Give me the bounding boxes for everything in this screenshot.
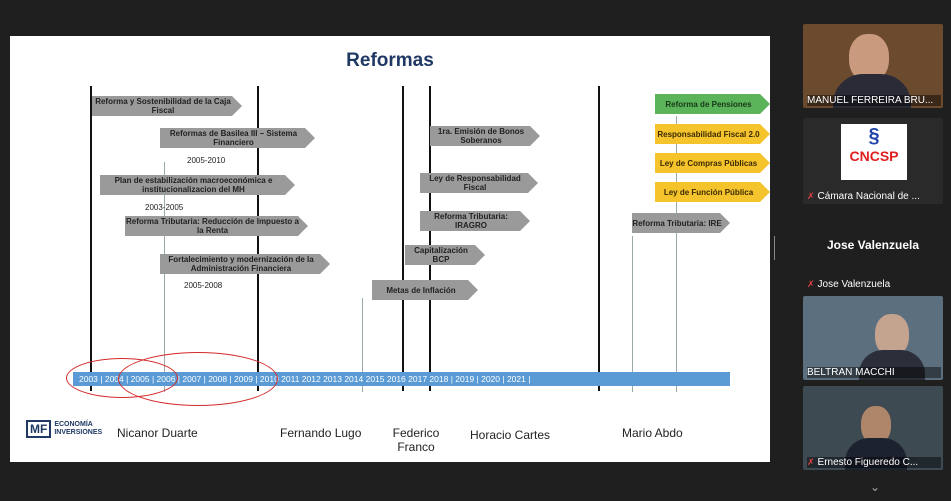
participant-tile[interactable]: BELTRAN MACCHI [803,296,943,380]
reform-arrow: 1ra. Emisión de Bonos Soberanos [430,126,540,146]
divider-line [90,86,92,391]
guide-line [164,162,165,392]
range-label: 2005-2008 [184,281,223,290]
top-bar [0,0,951,10]
guide-line [676,116,677,392]
muted-mic-icon: ✗ [807,279,815,289]
president-label: Fernando Lugo [280,426,362,440]
reform-arrow: Reforma Tributaria: IRAGRO [420,211,530,231]
participant-video [859,350,925,380]
reform-arrow: Reforma Tributaria: Reducción de Impuest… [125,216,308,236]
muted-mic-icon: ✗ [807,191,815,201]
participant-name: Ernesto Figueredo C... [817,457,919,468]
participant-name-row: ✗Jose Valenzuela [807,279,941,290]
divider-line [429,86,431,391]
participant-name-row: ✗Cámara Nacional de ... [807,191,941,202]
organization-logo: § CNCSP [841,124,907,180]
range-label: 2003-2005 [145,203,184,212]
reform-arrow: Capitalización BCP [405,245,485,265]
logo-mark: MF [26,420,52,438]
participant-video [875,314,909,356]
reform-arrow: Reforma Tributaria: IRE [632,213,730,233]
president-label: Mario Abdo [622,426,683,440]
reform-arrow: Ley de Responsabilidad Fiscal [420,173,538,193]
participant-header: Jose Valenzuela [826,238,920,252]
reform-arrow: Responsabilidad Fiscal 2.0 [655,124,770,144]
participant-name: MANUEL FERREIRA BRU... [807,95,941,106]
participant-video [833,74,911,108]
participant-name: Cámara Nacional de ... [817,191,920,202]
participant-name-row: ✗Ernesto Figueredo C... [807,457,941,468]
president-label: Horacio Cartes [470,428,551,442]
president-label: Federico Franco [392,426,440,454]
logo: MF ECONOMÍA INVERSIONES [26,420,106,438]
reform-arrow: Reformas de Basilea III – Sistema Financ… [160,128,315,148]
participant-tile[interactable]: MANUEL FERREIRA BRU... [803,24,943,108]
organization-logo-text: CNCSP [849,148,899,164]
divider-line [402,86,404,391]
reform-arrow: Plan de estabilización macroeconómica e … [100,175,295,195]
shared-slide: Reformas Reforma y Sostenibilidad de la … [10,36,770,462]
guide-line [362,298,363,392]
timeline-years: 2003 | 2004 | 2005 | 2006 | 2007 | 2008 … [79,374,531,384]
participant-tile[interactable]: § CNCSP ✗Cámara Nacional de ... [803,118,943,204]
reform-arrow: Ley de Compras Públicas [655,153,770,173]
reform-arrow: Metas de Inflación [372,280,478,300]
reform-arrow: Fortalecimiento y modernización de la Ad… [160,254,330,274]
participant-video [861,406,891,444]
participant-name: Jose Valenzuela [817,279,891,290]
participant-tile[interactable]: Jose Valenzuela ✗Jose Valenzuela [803,212,943,292]
guide-line [632,236,633,392]
logo-text: ECONOMÍA INVERSIONES [54,421,103,436]
participant-tile[interactable]: ✗Ernesto Figueredo C... [803,386,943,470]
divider-line [257,86,259,391]
president-label: Nicanor Duarte [117,426,198,440]
participant-video [845,438,907,470]
participant-name: BELTRAN MACCHI [807,367,941,378]
slide-title: Reformas [346,50,434,71]
divider-line [598,86,600,391]
annotation-circle [118,352,278,406]
reform-arrow: Reforma y Sostenibilidad de la Caja Fisc… [92,96,242,116]
chevron-down-icon[interactable]: ⌄ [870,480,881,494]
s-logo-icon: § [868,125,880,147]
reform-arrow: Reforma de Pensiones [655,94,770,114]
muted-mic-icon: ✗ [807,457,815,467]
reform-arrow: Ley de Función Pública [655,182,770,202]
range-label: 2005-2010 [187,156,226,165]
